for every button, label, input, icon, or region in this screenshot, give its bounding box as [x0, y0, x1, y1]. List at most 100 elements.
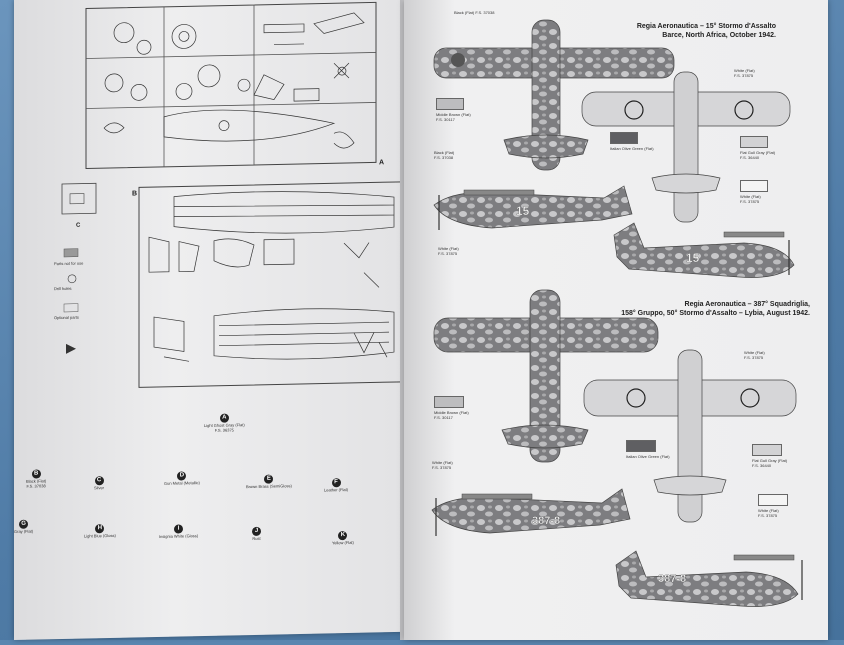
callout-olive-green-1: Italian Olive Green (Flat): [610, 146, 654, 151]
callout-white-5-fs: F.S. 37875: [744, 355, 764, 360]
optional-parts-icon: [63, 303, 79, 313]
paint-letter-d: D: [177, 471, 187, 481]
callout-white-2-fs: F.S. 37875: [740, 199, 760, 204]
key-text-not-for-use: Parts not for use: [54, 260, 84, 267]
callout-white-5-name: White (Flat): [744, 350, 765, 355]
callout-white-4-name: White (Flat): [432, 460, 453, 465]
sprue-a-parts: [103, 12, 365, 149]
callout-gull-gray-2: Flat Gull Gray (Flat)F.S. 36440: [752, 458, 787, 468]
scheme1-title-line1: Regia Aeronautica – 15° Stormo d'Assalto: [636, 23, 776, 30]
callout-black-side: Black (Flat)F.S. 37038: [434, 150, 454, 160]
swatch-olive-green-1: [610, 132, 638, 144]
paint-letter-a: A: [219, 413, 229, 423]
callout-white-4: White (Flat)F.S. 37875: [432, 460, 453, 470]
fuselage-code-scheme1-right: 15: [686, 251, 700, 265]
callout-middle-brown-1: Middle Brown (Flat)F.S. 30117: [436, 112, 471, 122]
sprue-c-label: C: [76, 223, 81, 229]
callout-white-2: White (Flat)F.S. 37875: [740, 194, 761, 204]
callout-gull-gray-2-fs: F.S. 36440: [752, 463, 772, 468]
swatch-middle-brown-2: [434, 396, 464, 408]
callout-black-top-name: Black (Flat): [454, 10, 475, 15]
paint-name-f: Leather (Flat): [324, 487, 349, 493]
callout-gull-gray-2-name: Flat Gull Gray (Flat): [752, 458, 788, 463]
callout-white-6: White (Flat)F.S. 37875: [758, 508, 779, 518]
paint-name-e: Brown Brass (SemiGloss): [246, 483, 292, 490]
sprue-b-label: B: [132, 190, 137, 197]
paint-letter-f: F: [331, 478, 341, 488]
callout-white-3: White (Flat)F.S. 37875: [438, 246, 459, 256]
callout-gull-gray-1: Flat Gull Gray (Flat)F.S. 36440: [740, 150, 775, 160]
callout-white-6-fs: F.S. 37875: [758, 513, 778, 518]
fuselage-code-scheme1-left: 15: [516, 204, 530, 218]
aircraft-camouflage-diagrams: 15 15 387-8: [431, 19, 803, 607]
paint-name-j: Rust: [252, 535, 261, 542]
callout-white-3-name: White (Flat): [438, 246, 459, 251]
fuselage-code-scheme2-left: 387-8: [532, 515, 560, 527]
callout-gull-gray-1-name: Flat Gull Gray (Flat): [740, 150, 776, 155]
paint-letter-c: C: [94, 476, 104, 486]
drill-hole-icon: [67, 274, 77, 284]
callout-white-5: White (Flat)F.S. 37875: [744, 350, 765, 360]
paint-name-k: Yellow (Flat): [332, 539, 354, 546]
callout-middle-brown-2-fs: F.S. 30117: [434, 415, 453, 420]
paint-letter-j: J: [252, 526, 261, 537]
scheme1-title-line2: Barce, North Africa, October 1942.: [662, 32, 776, 39]
swatch-olive-green-2: [626, 440, 656, 452]
scheme2-side-view-right: [615, 550, 803, 607]
callout-middle-brown-1-name: Middle Brown (Flat): [436, 112, 471, 117]
callout-black-top-fs: F.S. 37038: [475, 10, 495, 15]
left-instruction-page: A C B Parts not for us: [14, 0, 414, 640]
scheme2-title: Regia Aeronautica – 387° Squadriglia, 15…: [480, 300, 810, 318]
callout-white-2-name: White (Flat): [740, 194, 761, 199]
paint-code-b: F.S. 37038: [26, 483, 46, 489]
callout-middle-brown-1-fs: F.S. 30117: [436, 117, 455, 122]
scheme1-side-view-left: [433, 185, 633, 230]
sprue-a-label: A: [379, 159, 384, 166]
key-text-drill-holes: Drill holes: [54, 285, 72, 292]
scheme1-underside-view: [581, 71, 791, 223]
scheme2-top-view: [433, 289, 659, 463]
scheme2-title-line2: 158° Gruppo, 50° Stormo d'Assalto – Lybi…: [621, 310, 810, 317]
callout-black-side-fs: F.S. 37038: [434, 155, 454, 160]
sprue-a-frame: [85, 1, 377, 170]
key-text-optional: Optional parts: [54, 314, 79, 321]
sprue-b-parts: [148, 191, 395, 362]
callout-white-6-name: White (Flat): [758, 508, 779, 513]
swatch-middle-brown-1: [436, 98, 464, 110]
paint-letter-e: E: [264, 474, 274, 484]
paint-letter-h: H: [95, 524, 105, 534]
paint-name-h: Light Blue (Gloss): [84, 532, 116, 539]
scheme1-title: Regia Aeronautica – 15° Stormo d'Assalto…: [516, 22, 776, 40]
paint-letter-i: I: [174, 524, 184, 534]
scheme2-side-view-left: [431, 488, 631, 536]
scheme1-top-view: [433, 19, 675, 171]
callout-white-3-fs: F.S. 37875: [438, 251, 458, 256]
paint-name-c: Silver: [94, 485, 105, 491]
swatch-white-1: [740, 180, 768, 192]
key-swatch-not-for-use: [63, 248, 79, 258]
swatch-gull-gray-2: [752, 444, 782, 456]
fuselage-code-scheme2-right: 387-8: [658, 573, 686, 585]
callout-gull-gray-1-fs: F.S. 36440: [740, 155, 760, 160]
paint-name-i: Insignia White (Gloss): [159, 533, 199, 539]
callout-middle-brown-2: Middle Brown (Flat)F.S. 30117: [434, 410, 469, 420]
paint-name-g: Gray (Flat): [14, 528, 34, 534]
callout-white-1-fs: F.S. 37875: [734, 73, 754, 78]
swatch-gull-gray-1: [740, 136, 768, 148]
scheme2-underside-view: [583, 349, 797, 523]
paint-code-a: F.S. 36375: [214, 427, 234, 433]
scheme1-side-view-right: [613, 222, 795, 278]
callout-white-1-name: White (Flat): [734, 68, 755, 73]
parts-sprue-diagram: A C B: [61, 1, 405, 388]
sprue-cutter-icon: [66, 343, 76, 354]
paint-letter-b: B: [31, 469, 41, 479]
callout-black-side-name: Black (Flat): [434, 150, 455, 155]
